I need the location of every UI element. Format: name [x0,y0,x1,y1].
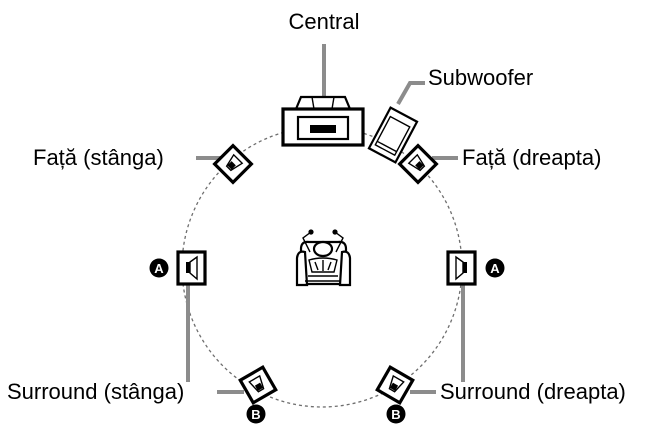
right-side-speaker-icon [448,252,475,284]
svg-text:A: A [490,261,500,276]
svg-text:A: A [154,261,164,276]
svg-text:B: B [251,407,260,422]
badge-b-right: B [387,405,406,424]
surround-right-speaker-icon [377,367,413,403]
badge-a-left: A [150,259,169,278]
surround-left-label: Surround (stânga) [7,379,184,404]
left-side-speaker-icon [178,252,205,284]
listener-armchair-icon [297,229,350,285]
front-left-speaker-icon [215,146,252,183]
subwoofer-label: Subwoofer [428,65,533,90]
front-left-label: Față (stânga) [33,145,164,170]
badge-a-right: A [486,259,505,278]
center-speaker-icon [283,97,363,145]
subwoofer-leader-line [398,83,425,104]
central-label: Central [289,9,360,34]
badge-b-left: B [247,405,266,424]
surround-right-label: Surround (dreapta) [440,379,626,404]
svg-text:B: B [391,407,400,422]
front-right-label: Față (dreapta) [462,145,601,170]
front-right-speaker-icon [400,146,437,183]
